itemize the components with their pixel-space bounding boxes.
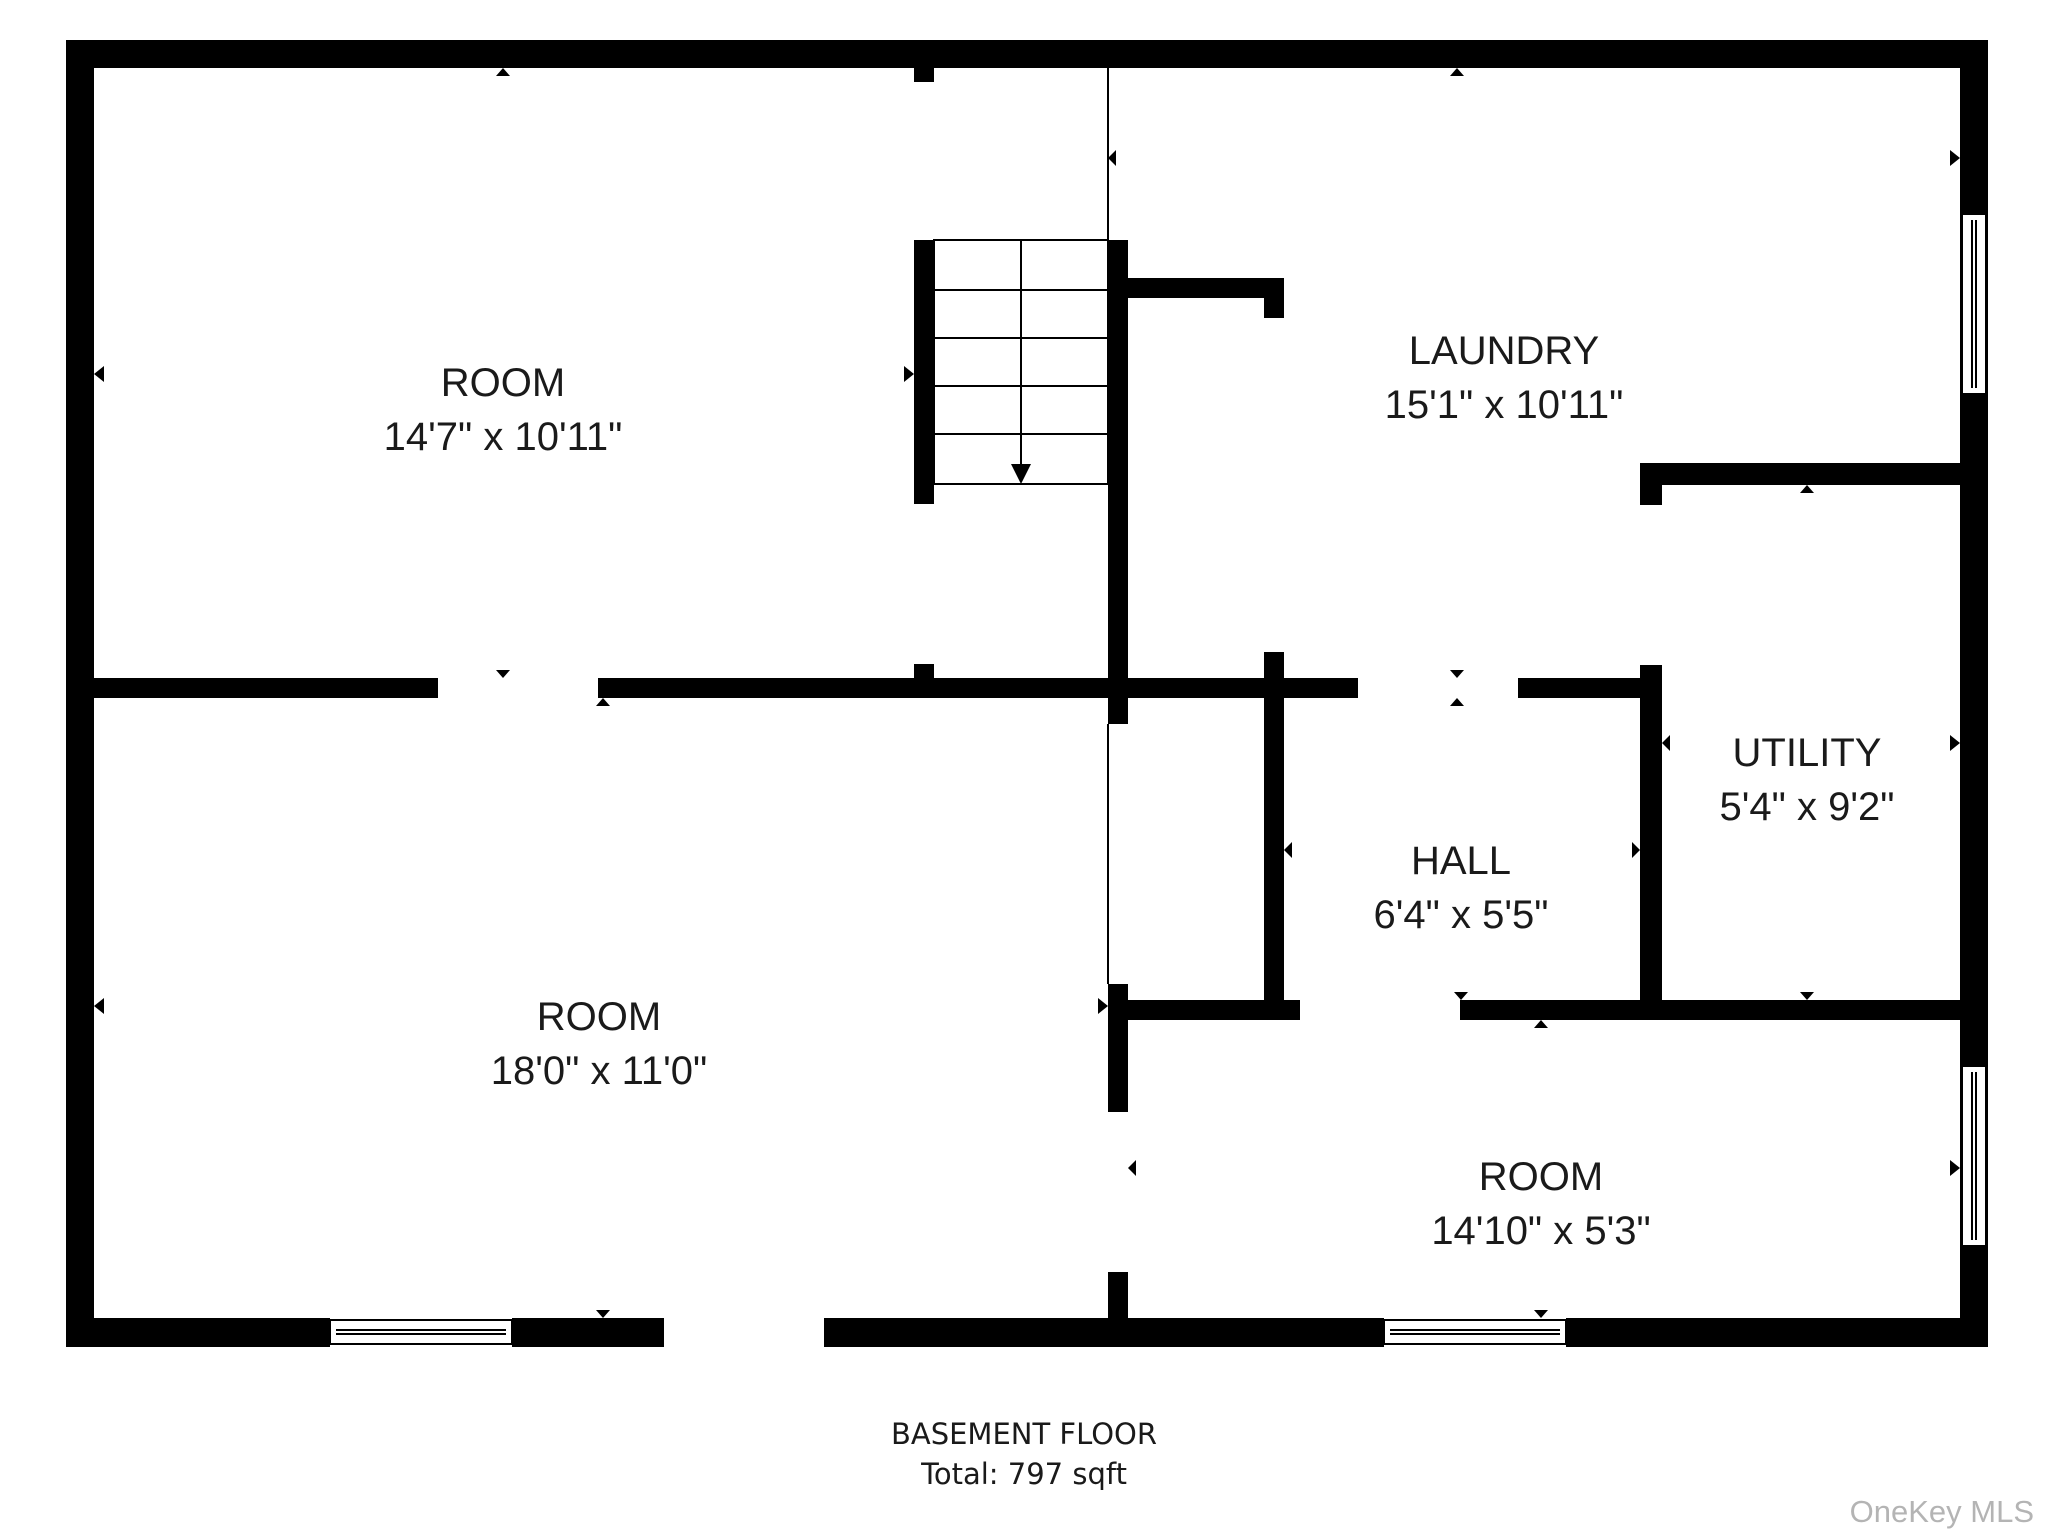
room-dimensions: 15'1" x 10'11": [1385, 383, 1624, 427]
wall-stair-left-a: [914, 68, 934, 82]
room-name: UTILITY: [1733, 731, 1882, 775]
room-dimensions: 18'0" x 11'0": [491, 1049, 707, 1093]
wall-lower-1: [1108, 1000, 1300, 1020]
room-name: ROOM: [537, 995, 661, 1039]
wall-utility-top: [1640, 463, 1988, 485]
wall-stair-left-b: [914, 240, 934, 504]
room-labels: ROOM 14'7" x 10'11" LAUNDRY 15'1" x 10'1…: [384, 329, 1895, 1253]
wall-mid-2: [598, 678, 1358, 698]
wall-stair-left-c: [914, 664, 934, 688]
room-dimensions: 14'7" x 10'11": [384, 415, 623, 459]
wall-utility-left-b: [1640, 665, 1662, 1010]
room-dimensions: 5'4" x 9'2": [1720, 785, 1895, 829]
windows: [329, 213, 1987, 1345]
wall-hall-left: [1264, 688, 1284, 1004]
stair-arrow-icon: [1011, 464, 1031, 484]
wall-top: [66, 40, 1988, 68]
room-name: HALL: [1411, 839, 1511, 883]
room-dimensions: 6'4" x 5'5": [1374, 893, 1549, 937]
room-name: ROOM: [1479, 1155, 1603, 1199]
wall-stair-right: [1108, 240, 1128, 724]
window-right-lower: [1961, 1065, 1987, 1247]
wall-bottom-3: [824, 1318, 1384, 1347]
wall-closet-top: [1128, 278, 1284, 298]
walls: [66, 40, 1988, 1347]
wall-mid-3: [1518, 678, 1650, 698]
wall-closet-right: [1264, 278, 1284, 318]
measure-ticks: [94, 68, 1960, 1318]
stairs: [933, 239, 1109, 485]
wall-bottom-4: [1566, 1318, 1988, 1347]
wall-bottom-1: [66, 1318, 330, 1347]
floor-title: BASEMENT FLOOR: [890, 1417, 1158, 1451]
room-dimensions: 14'10" x 5'3": [1431, 1209, 1650, 1253]
window-bottom-right: [1383, 1319, 1567, 1345]
wall-mid-1: [66, 678, 438, 698]
wall-lower-2: [1460, 1000, 1988, 1020]
floor-total: Total: 797 sqft: [921, 1457, 1127, 1491]
window-bottom-left: [329, 1319, 513, 1345]
room-name: LAUNDRY: [1409, 329, 1599, 373]
watermark: OneKey MLS: [1849, 1494, 2034, 1529]
wall-lower-room-left-b: [1108, 1272, 1128, 1347]
wall-closet-right-b: [1264, 652, 1284, 692]
room-name: ROOM: [441, 361, 565, 405]
window-right-upper: [1961, 213, 1987, 395]
wall-bottom-2: [512, 1318, 664, 1347]
wall-lower-room-left-a: [1108, 984, 1128, 1112]
floor-caption: BASEMENT FLOOR Total: 797 sqft: [0, 1414, 2048, 1494]
